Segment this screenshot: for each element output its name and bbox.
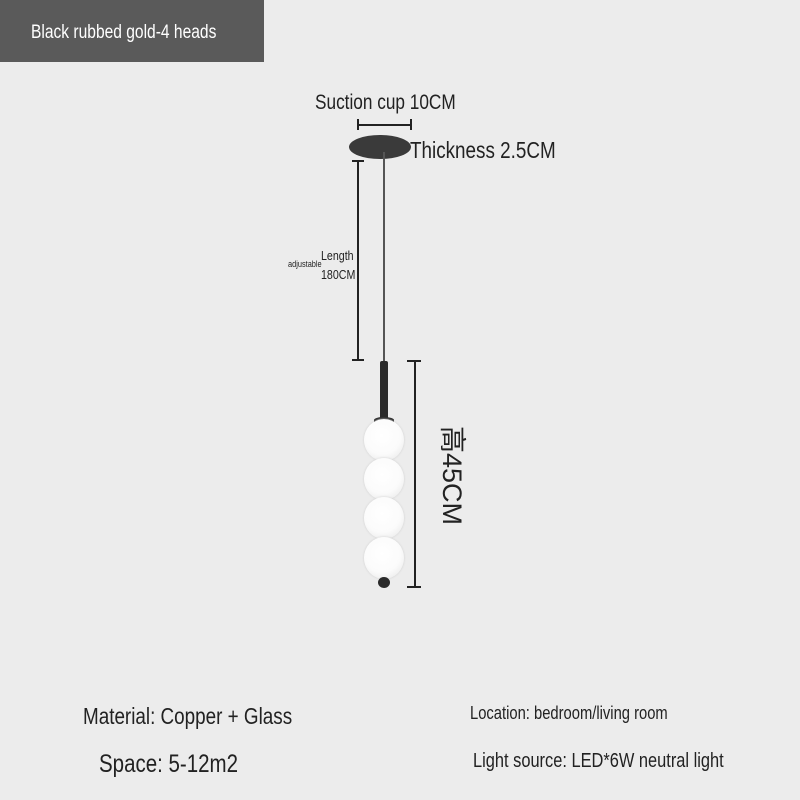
ceiling-canopy: [349, 135, 411, 159]
length-dimension-line: [357, 160, 359, 360]
height-dimension-line: [414, 360, 416, 587]
glass-globe: [364, 537, 404, 579]
dimension-tick: [410, 119, 412, 130]
height-label: 高45CM: [437, 426, 467, 526]
lamp-stem: [380, 361, 388, 421]
suspension-cable: [383, 152, 385, 362]
lamp-finial: [378, 577, 390, 588]
length-label: Length: [321, 248, 354, 263]
dimension-tick: [352, 160, 364, 162]
suction-dimension-line: [357, 124, 411, 126]
dimension-tick: [407, 586, 421, 588]
length-value: 180CM: [321, 267, 356, 282]
space-spec: Space: 5-12m2: [99, 750, 239, 778]
glass-globe: [364, 419, 404, 461]
light-source-spec: Light source: LED*6W neutral light: [473, 750, 724, 772]
dimension-tick: [352, 359, 364, 361]
dimension-tick: [407, 360, 421, 362]
glass-globe: [364, 497, 404, 539]
suction-cup-label: Suction cup 10CM: [315, 91, 456, 114]
material-spec: Material: Copper + Glass: [83, 703, 293, 729]
adjustable-label: adjustable: [288, 259, 322, 269]
location-spec: Location: bedroom/living room: [470, 703, 668, 723]
variant-badge: Black rubbed gold-4 heads: [0, 0, 264, 62]
glass-globe: [364, 458, 404, 500]
dimension-tick: [357, 119, 359, 130]
thickness-label: Thickness 2.5CM: [410, 137, 556, 163]
variant-label: Black rubbed gold-4 heads: [31, 22, 217, 43]
